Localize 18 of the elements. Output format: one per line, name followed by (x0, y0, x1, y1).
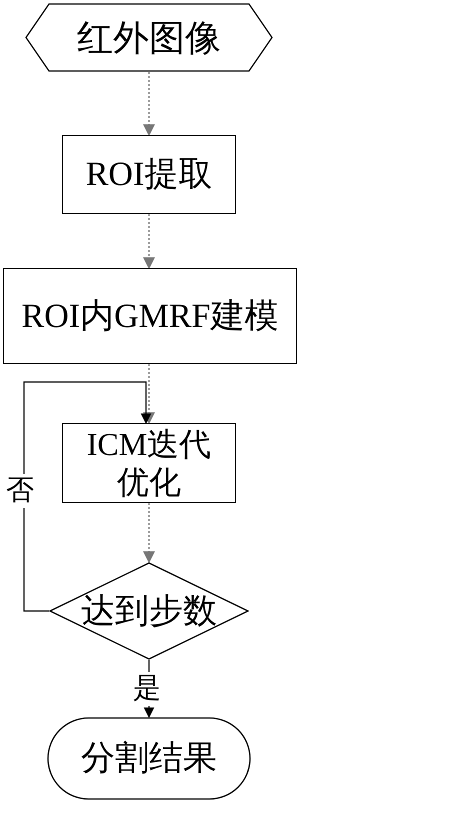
dotted-arrow (143, 72, 155, 136)
process-box (3, 268, 297, 364)
decision-diamond (49, 562, 249, 660)
dotted-arrow (143, 214, 155, 270)
node-label: 红外图像 (77, 16, 221, 60)
process-box (62, 135, 236, 214)
dotted-arrow (143, 503, 155, 564)
node-label: ROI内GMRF建模 (22, 296, 278, 336)
node-label: 分割结果 (81, 739, 217, 779)
edge-label: 是 (133, 672, 161, 706)
node-label: ICM迭代优化 (86, 425, 212, 501)
edge-label: 否 (6, 474, 34, 508)
input-hexagon (25, 3, 273, 72)
node-label: 达到步数 (81, 592, 217, 632)
dotted-arrow (143, 364, 155, 424)
process-box (62, 423, 236, 503)
arrow (23, 381, 152, 612)
node-label: ROI提取 (86, 155, 212, 195)
